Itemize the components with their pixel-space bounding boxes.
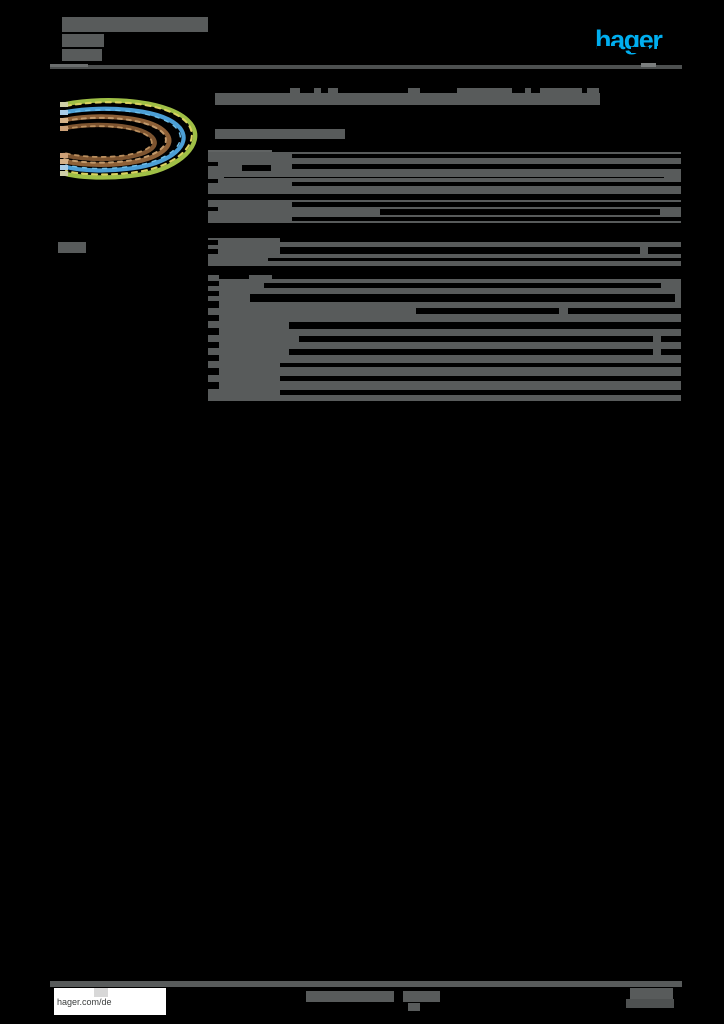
row-tick <box>208 368 219 375</box>
logo-mask <box>597 46 619 53</box>
row-tick <box>208 162 218 166</box>
value-line <box>292 182 681 186</box>
product-title-ascender <box>587 88 599 93</box>
value-line <box>416 308 559 314</box>
value-line <box>264 283 661 288</box>
product-title-ascender <box>457 88 512 93</box>
logo-mask <box>657 46 675 53</box>
value-line <box>648 247 681 254</box>
product-title-ascender <box>290 88 300 93</box>
product-title-ascender <box>328 88 338 93</box>
row-tick <box>208 207 218 211</box>
row-tick <box>208 179 218 183</box>
value-line <box>268 258 681 261</box>
row-tick <box>208 240 218 245</box>
value-line <box>280 363 681 367</box>
footer-url-smudge <box>94 988 108 997</box>
header-title-line-2 <box>62 34 104 47</box>
footer-url-box[interactable]: hager.com/de <box>54 988 166 1015</box>
spec-block-b <box>208 200 681 223</box>
header-notch <box>0 15 7 20</box>
footer-center-text-1 <box>306 991 394 1002</box>
label-line <box>242 165 271 171</box>
footer-center-text-3 <box>408 1003 420 1011</box>
header-divider <box>50 65 682 69</box>
left-column-label <box>58 242 86 253</box>
row-tick <box>208 291 219 296</box>
footer-divider <box>50 981 682 987</box>
spec-block-c <box>208 238 681 266</box>
footer-page-number-shadow <box>626 999 674 1008</box>
value-line <box>280 247 640 254</box>
product-title-ascender <box>525 88 531 93</box>
value-line <box>280 390 681 395</box>
row-tick <box>208 315 219 321</box>
row-tick <box>208 301 219 308</box>
value-line <box>224 177 664 178</box>
product-title <box>215 93 600 105</box>
value-line <box>299 336 653 342</box>
spec-block-d <box>208 275 681 401</box>
header-title-line-3 <box>62 49 102 61</box>
logo-mask <box>641 26 646 34</box>
header-notch <box>0 10 6 15</box>
value-line <box>292 202 681 207</box>
product-title-ascender <box>408 88 420 93</box>
hager-logo: hager <box>595 26 675 54</box>
value-line <box>661 336 681 342</box>
header-divider-tab <box>50 64 88 67</box>
header-title-line-1 <box>62 17 208 32</box>
header-divider-tab <box>641 63 656 67</box>
value-line <box>280 238 681 242</box>
product-title-ascender <box>540 88 582 93</box>
logo-mask <box>631 47 649 53</box>
header-notch <box>0 0 10 5</box>
wire-loops-illustration <box>60 98 198 180</box>
row-tick <box>208 355 219 361</box>
value-line <box>272 275 681 279</box>
product-title-ascender <box>314 88 321 93</box>
logo-mask <box>622 26 628 35</box>
row-tick <box>208 382 219 389</box>
header-notch <box>0 20 8 25</box>
value-line <box>289 349 653 355</box>
value-line <box>292 164 681 169</box>
spec-block-a <box>208 152 681 194</box>
value-line <box>292 217 681 221</box>
value-line <box>250 294 675 302</box>
footer-url-text[interactable]: hager.com/de <box>57 996 112 1007</box>
footer-center-text-2 <box>403 991 440 1002</box>
value-line <box>380 209 660 215</box>
page-header: hager <box>0 0 724 78</box>
footer-page-number <box>630 988 673 999</box>
row-tick <box>208 249 218 254</box>
product-photo <box>48 82 216 186</box>
product-subtitle <box>215 129 345 139</box>
value-line <box>568 308 681 314</box>
value-line <box>280 376 681 381</box>
value-line <box>661 349 681 355</box>
value-line <box>292 154 681 158</box>
label-edge <box>219 275 249 279</box>
value-line <box>289 322 681 329</box>
row-tick <box>208 328 219 335</box>
row-tick <box>208 281 219 286</box>
row-tick <box>208 342 219 348</box>
header-notch <box>0 5 12 10</box>
